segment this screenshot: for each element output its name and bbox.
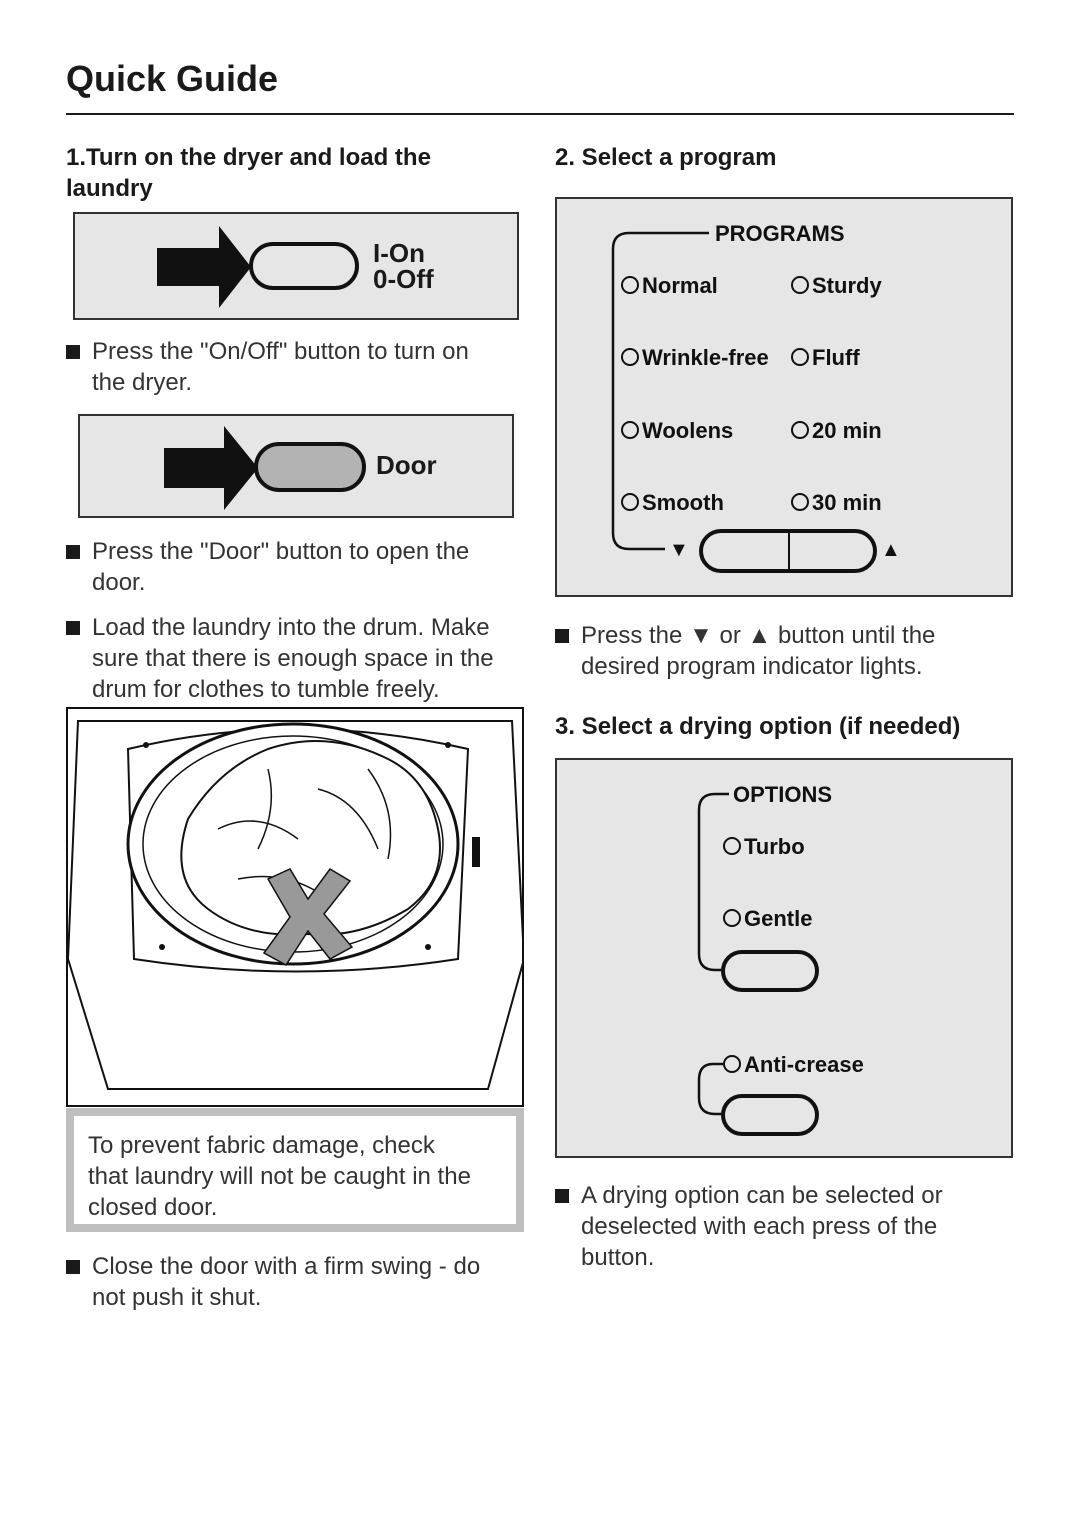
programs-title: PROGRAMS: [715, 221, 845, 246]
option-select-button[interactable]: [721, 950, 819, 992]
option-turbo[interactable]: Turbo: [723, 834, 805, 860]
program-wrinkle-free[interactable]: Wrinkle-free: [621, 345, 769, 371]
step1-heading: 1.Turn on the dryer and load the laundry: [66, 144, 431, 202]
indicator-icon: [723, 909, 741, 927]
program-20-min[interactable]: 20 min: [791, 418, 882, 444]
indicator-icon: [791, 421, 809, 439]
triangle-down-icon: ▼: [669, 539, 689, 561]
program-fluff[interactable]: Fluff: [791, 345, 860, 371]
bullet-load: Load the laundry into the drum. Make sur…: [66, 612, 556, 705]
program-woolens[interactable]: Woolens: [621, 418, 733, 444]
onoff-panel: I-On 0-Off: [73, 212, 519, 320]
triangle-up-icon: ▲: [747, 622, 772, 649]
title-rule: [66, 113, 1014, 115]
bullet-close-door: Close the door with a firm swing - do no…: [66, 1251, 562, 1313]
dryer-illustration: [66, 707, 526, 1107]
program-30-min[interactable]: 30 min: [791, 490, 882, 516]
option-gentle[interactable]: Gentle: [723, 906, 812, 932]
onoff-label: I-On 0-Off: [373, 238, 434, 294]
indicator-icon: [621, 421, 639, 439]
indicator-icon: [723, 837, 741, 855]
indicator-icon: [621, 276, 639, 294]
indicator-icon: [791, 493, 809, 511]
indicator-icon: [621, 348, 639, 366]
onoff-button[interactable]: [249, 242, 359, 290]
options-bracket: [697, 792, 729, 1116]
indicator-icon: [723, 1055, 741, 1073]
door-panel: Door: [78, 414, 514, 518]
program-smooth[interactable]: Smooth: [621, 490, 724, 516]
warning-note: To prevent fabric damage, check that lau…: [66, 1108, 524, 1232]
step3-heading: 3. Select a drying option (if needed): [555, 713, 961, 740]
indicator-icon: [791, 276, 809, 294]
triangle-up-icon: ▲: [881, 539, 901, 561]
arrow-icon: [164, 426, 258, 510]
program-normal[interactable]: Normal: [621, 273, 718, 299]
dryer-door-image: [66, 720, 526, 1090]
options-title: OPTIONS: [733, 782, 833, 807]
option-anti-crease[interactable]: Anti-crease: [723, 1052, 864, 1078]
options-panel: OPTIONS Turbo Gentle Anti-crease: [555, 758, 1013, 1158]
button-divider: [788, 533, 790, 569]
arrow-icon: [157, 226, 251, 308]
programs-bracket: [611, 231, 709, 551]
page-title: Quick Guide: [66, 58, 279, 99]
indicator-icon: [621, 493, 639, 511]
bullet-onoff: Press the "On/Off" button to turn on the…: [66, 336, 552, 398]
programs-panel: PROGRAMS Normal Sturdy Wrinkle-free Fluf…: [555, 197, 1013, 597]
triangle-down-icon: ▼: [689, 622, 713, 649]
bullet-door: Press the "Door" button to open the door…: [66, 536, 552, 598]
door-label: Door: [376, 450, 437, 480]
bullet-option: A drying option can be selected or desel…: [555, 1180, 1041, 1273]
indicator-icon: [791, 348, 809, 366]
anti-crease-button[interactable]: [721, 1094, 819, 1136]
step2-heading: 2. Select a program: [555, 144, 777, 171]
program-sturdy[interactable]: Sturdy: [791, 273, 882, 299]
door-button[interactable]: [254, 442, 366, 492]
bullet-program: Press the ▼ or ▲ button until the desire…: [555, 620, 1041, 682]
program-select-button[interactable]: [699, 529, 877, 573]
